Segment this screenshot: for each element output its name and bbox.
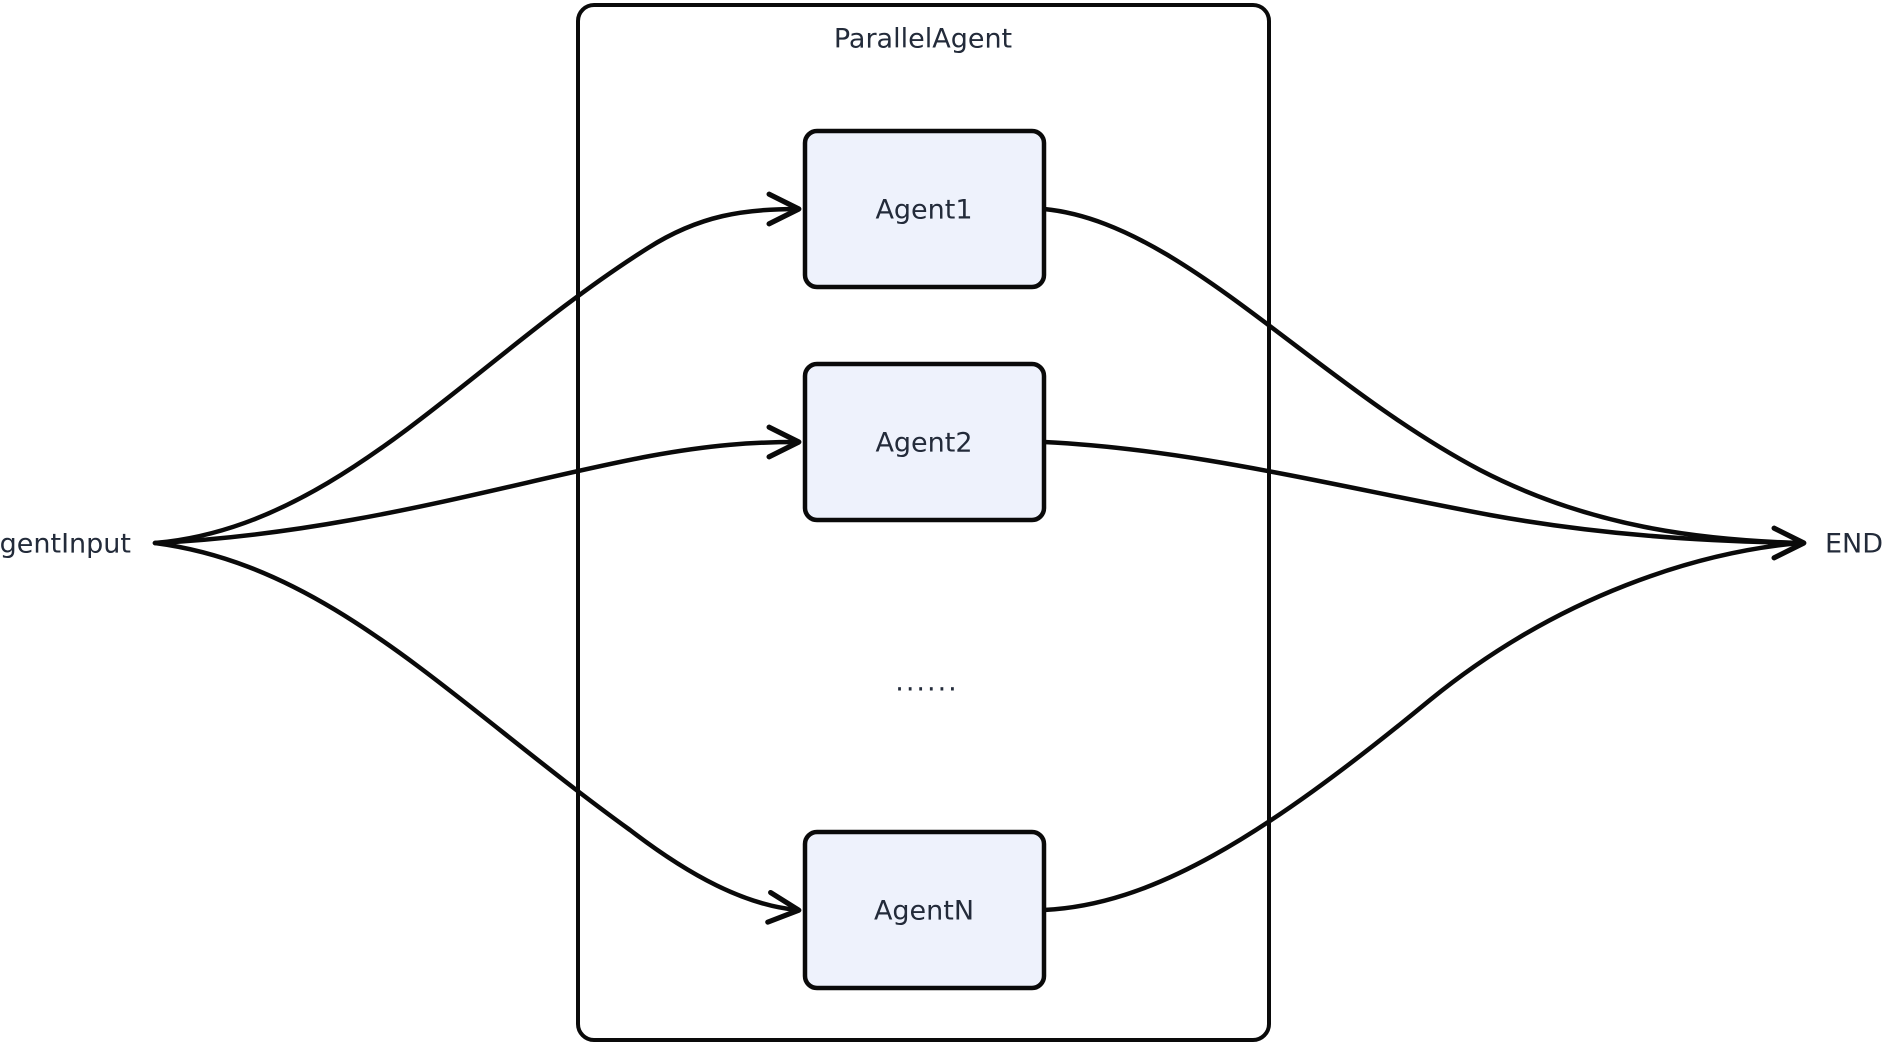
edge-agent1-to-end bbox=[1041, 206, 1803, 546]
end-label: END bbox=[1825, 529, 1883, 560]
edge-agentN-to-end bbox=[1041, 540, 1803, 913]
parallel-agent-container bbox=[576, 3, 1271, 1042]
agent1-label: Agent1 bbox=[875, 195, 972, 226]
node-agent2[interactable]: Agent2 bbox=[802, 361, 1047, 523]
node-agentn[interactable]: AgentN bbox=[802, 829, 1047, 991]
agent2-box[interactable] bbox=[802, 361, 1047, 523]
node-agent1[interactable]: Agent1 bbox=[802, 128, 1047, 290]
group-title: ParallelAgent bbox=[834, 24, 1012, 55]
edge-agent2-to-end bbox=[1041, 439, 1803, 546]
agent2-label: Agent2 bbox=[875, 428, 972, 459]
ellipsis-label: ...... bbox=[895, 667, 959, 698]
edge-input-to-agent1 bbox=[152, 191, 802, 546]
edge-input-to-agentN bbox=[152, 540, 802, 925]
edge-input-to-agent2 bbox=[152, 424, 802, 546]
agentn-box[interactable] bbox=[802, 829, 1047, 991]
agent-input-label: AgentInput bbox=[0, 529, 131, 560]
agent1-box[interactable] bbox=[802, 128, 1047, 290]
agentn-label: AgentN bbox=[874, 896, 974, 927]
